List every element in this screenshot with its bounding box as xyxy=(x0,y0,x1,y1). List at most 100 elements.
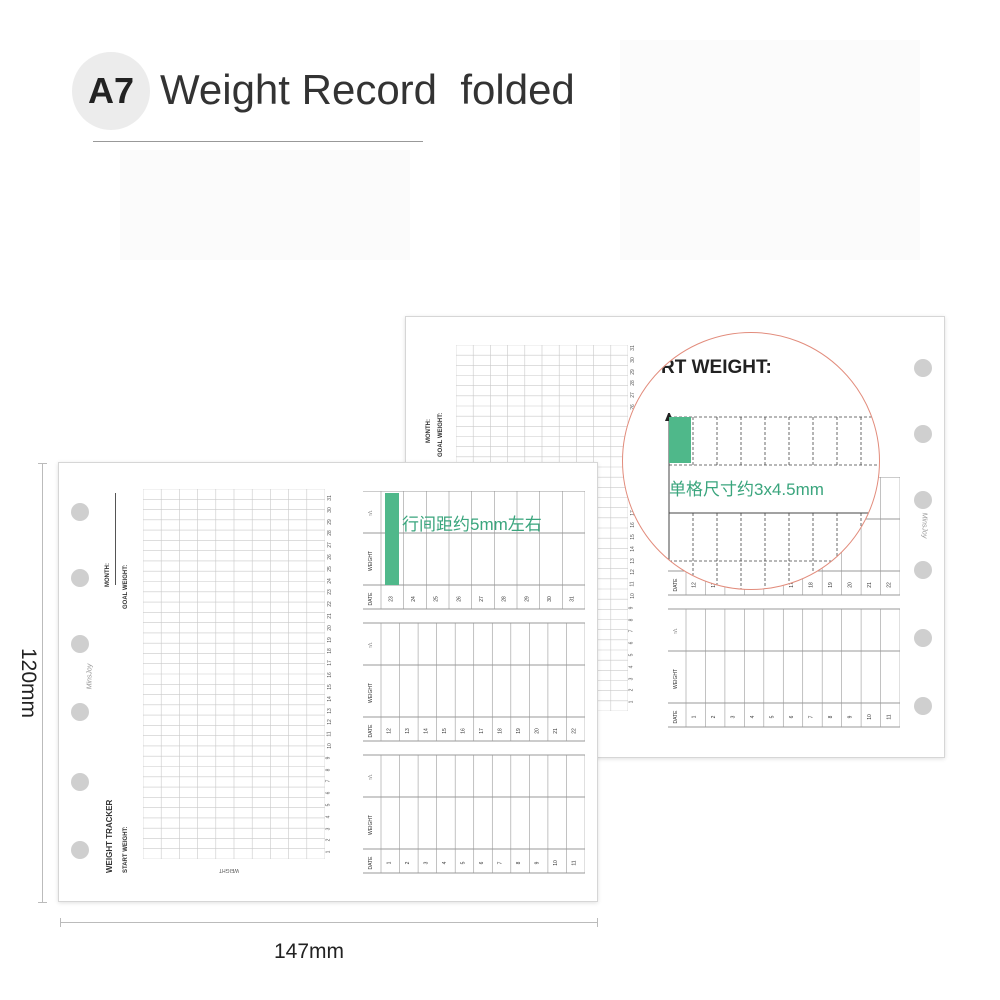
height-dimension-line xyxy=(38,463,47,903)
scale-number: 5 xyxy=(325,803,332,807)
magnifier-callout: RT WEIGHT: 单格尺寸约3x4.5mm xyxy=(622,332,880,590)
date-cell: 3 xyxy=(731,715,737,718)
date-cell: 7 xyxy=(498,861,504,864)
date-cell: 12 xyxy=(692,582,698,588)
scale-number: 3 xyxy=(325,827,332,830)
date-cell: 21 xyxy=(553,728,559,734)
scale-number: 15 xyxy=(629,534,636,540)
scale-number: 27 xyxy=(629,392,636,398)
binder-hole xyxy=(71,569,89,587)
month-label: MONTH: xyxy=(105,563,111,587)
scale-number: 5 xyxy=(628,653,635,657)
ghost-panel xyxy=(620,40,920,260)
scale-number: 10 xyxy=(629,593,636,599)
binder-hole xyxy=(71,841,89,859)
binder-hole xyxy=(71,703,89,721)
scale-number: 7 xyxy=(628,629,635,633)
line-spacing-callout: 行间距约5mm左右 xyxy=(402,515,542,534)
scale-number: 17 xyxy=(326,660,333,667)
table-header: ↑/↓ xyxy=(368,642,374,648)
date-cell: 17 xyxy=(789,582,795,588)
scale-number: 13 xyxy=(629,557,636,564)
binder-hole xyxy=(914,629,932,647)
width-dimension-label: 147mm xyxy=(274,940,345,963)
scale-number: 6 xyxy=(628,641,635,645)
scale-number: 31 xyxy=(629,345,636,351)
brand-mark: MinsJoy xyxy=(920,512,928,539)
title-underline xyxy=(93,141,423,142)
date-cell: 6 xyxy=(789,715,795,718)
scale-number: 13 xyxy=(326,707,333,714)
scale-number: 23 xyxy=(326,589,333,596)
date-cell: 11 xyxy=(886,714,892,719)
table-header: DATE xyxy=(368,592,374,606)
date-cell: 6 xyxy=(479,861,485,864)
scale-number: 11 xyxy=(629,581,636,587)
goal-weight-label: GOAL WEIGHT: xyxy=(123,564,129,609)
date-cell: 1 xyxy=(692,715,698,718)
scale-number: 14 xyxy=(629,545,636,552)
date-cell: 27 xyxy=(479,596,485,602)
cell-size-callout: 单格尺寸约3x4.5mm xyxy=(669,480,824,499)
date-cell: 28 xyxy=(502,596,508,602)
date-cell: 4 xyxy=(442,861,448,864)
scale-number: 16 xyxy=(326,672,333,678)
date-cell: 4 xyxy=(750,715,756,718)
binder-hole xyxy=(71,503,89,521)
weight-grid xyxy=(143,489,325,859)
scale-number: 9 xyxy=(325,756,332,760)
table-header: ↑/↓ xyxy=(368,774,374,780)
month-line xyxy=(115,493,116,585)
date-cell: 9 xyxy=(847,715,853,718)
date-cell: 11 xyxy=(572,860,578,865)
date-cell: 3 xyxy=(423,861,429,864)
scale-number: 9 xyxy=(628,606,635,610)
date-cell: 24 xyxy=(411,596,417,602)
scale-number: 24 xyxy=(326,577,333,584)
scale-number: 21 xyxy=(326,613,333,619)
highlight-bar xyxy=(385,493,399,585)
date-cell: 5 xyxy=(770,715,776,718)
scale-number: 2 xyxy=(325,838,332,842)
date-cell: 26 xyxy=(456,596,462,602)
binder-hole xyxy=(71,635,89,653)
date-cell: 30 xyxy=(547,596,553,602)
scale-number: 6 xyxy=(325,791,332,795)
scale-number: 26 xyxy=(326,554,333,560)
date-cell: 18 xyxy=(498,728,504,734)
table-header: WEIGHT xyxy=(368,551,374,571)
axis-label: WEIGHT xyxy=(219,867,239,873)
scale-number: 18 xyxy=(326,648,333,655)
date-cell: 13 xyxy=(405,728,411,734)
date-cell: 20 xyxy=(847,582,853,588)
scale-number: 2 xyxy=(628,688,635,692)
table-header: DATE xyxy=(673,578,679,592)
scale-number: 12 xyxy=(629,569,636,576)
scale-number: 4 xyxy=(325,815,332,819)
date-cell: 2 xyxy=(405,861,411,864)
date-cell: 22 xyxy=(572,728,578,734)
table-header: DATE xyxy=(673,710,679,724)
scale-number: 20 xyxy=(326,625,333,631)
height-dimension-label: 120mm xyxy=(17,648,40,719)
binder-hole xyxy=(71,773,89,791)
date-cell: 10 xyxy=(553,860,559,866)
scale-number: 29 xyxy=(629,368,636,375)
tracker-title: WEIGHT TRACKER xyxy=(105,799,114,873)
scale-number: 11 xyxy=(326,731,333,737)
date-cell: 7 xyxy=(808,715,814,718)
scale-number: 16 xyxy=(629,522,636,528)
date-cell: 22 xyxy=(886,582,892,588)
scale-number: 12 xyxy=(326,719,333,726)
scale-number: 31 xyxy=(326,495,333,501)
binder-hole xyxy=(914,697,932,715)
scale-number: 8 xyxy=(628,618,635,621)
date-cell: 5 xyxy=(460,861,466,864)
binder-hole xyxy=(914,425,932,443)
date-cell: 15 xyxy=(442,728,448,734)
start-weight-label: START WEIGHT: xyxy=(123,826,129,873)
